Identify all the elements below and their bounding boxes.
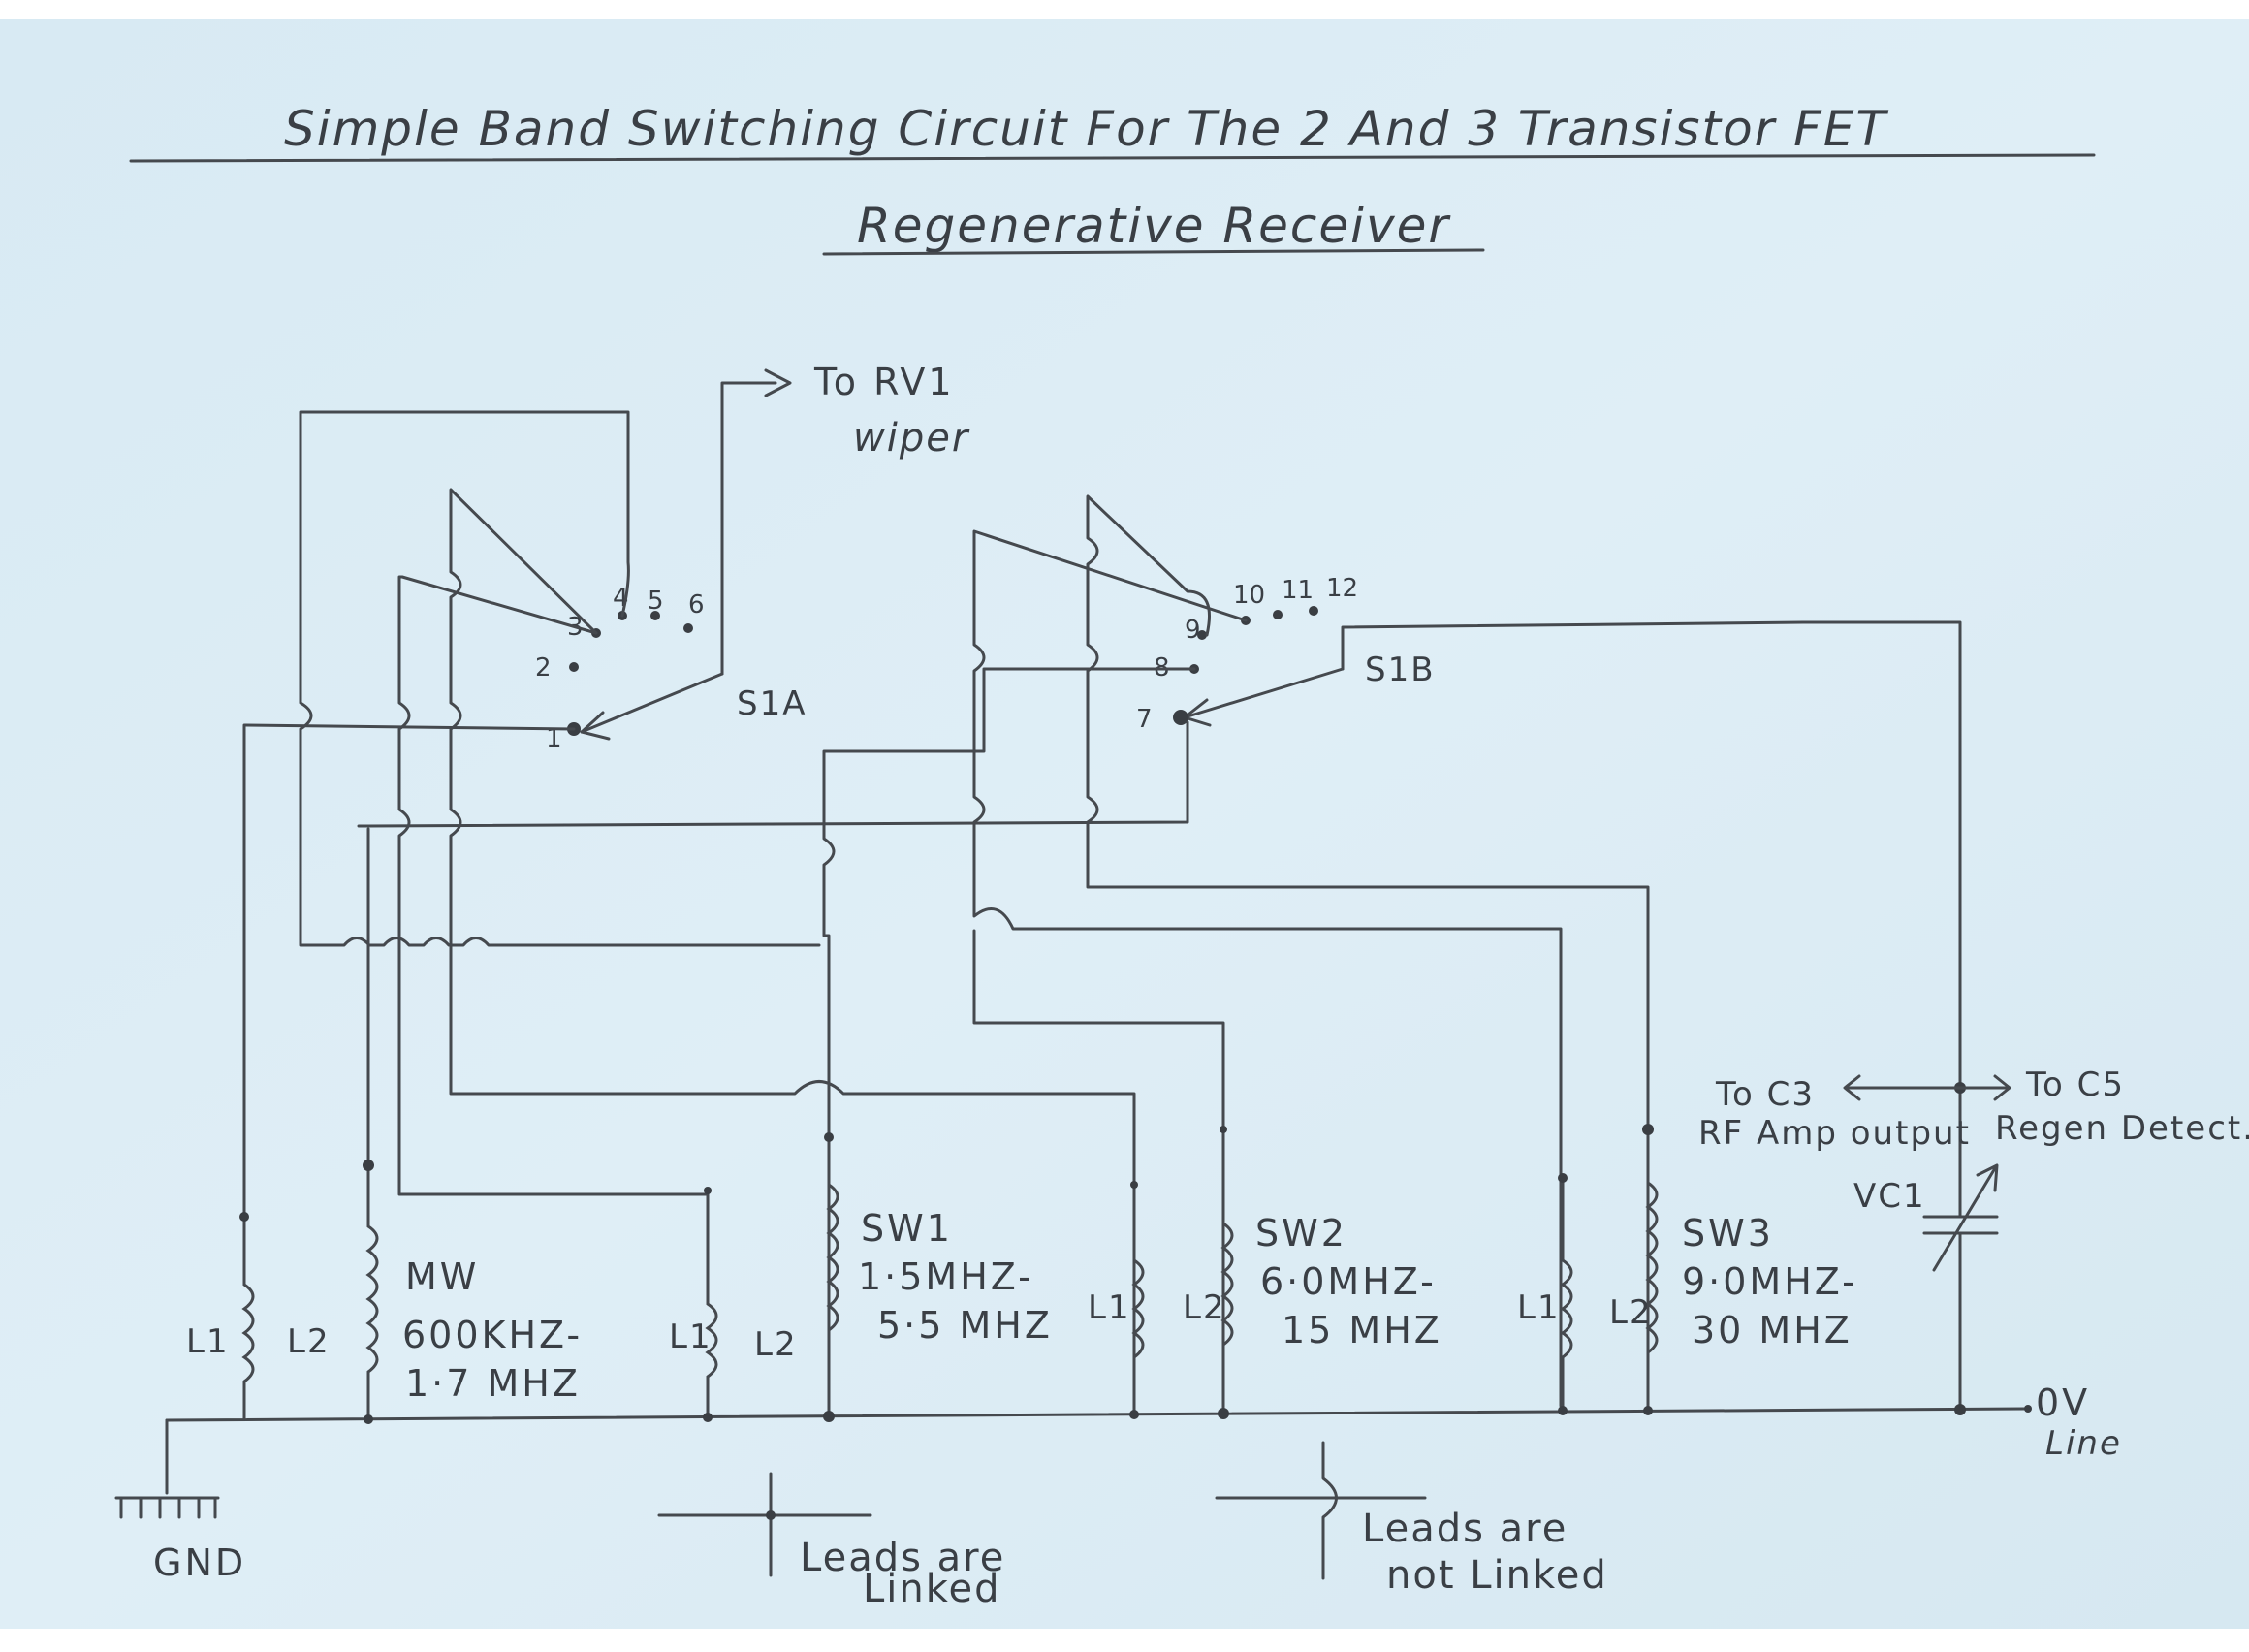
sw1-range-low: 1·5MHZ- [858,1255,1034,1298]
rf-amp-label: RF Amp output [1698,1114,1971,1153]
vc1-label: VC1 [1853,1177,1926,1216]
switch-s1a: 1 2 3 4 5 6 S1A To RV1 wiper [535,361,970,753]
s1b-label: S1B [1365,651,1436,689]
ground-symbol: GND [114,1418,246,1584]
title-line-2: Regenerative Receiver [857,198,1451,254]
sw3-range-low: 9·0MHZ- [1682,1260,1858,1303]
s1b-pin-9: 9 [1185,616,1201,645]
sw1-name: SW1 [861,1207,953,1250]
sw1-range-high: 5·5 MHZ [877,1304,1053,1347]
paper-background [0,19,2249,1629]
band-mw: L1 L2 MW 600KHZ- 1·7 MHZ [186,1160,583,1420]
band-sw2: L1 L2 SW2 6·0MHZ- 15 MHZ [1088,1126,1442,1415]
s1a-pin-5: 5 [648,587,664,616]
regen-detect-label: Regen Detect. [1995,1109,2249,1148]
s1a-pin-6: 6 [688,590,705,620]
sw3-range-high: 30 MHZ [1692,1309,1853,1351]
legend-not-linked-line-1: Leads are [1362,1507,1568,1551]
line-label: Line [2045,1424,2122,1463]
gnd-label: GND [153,1541,246,1584]
band-sw3: L1 L2 SW3 9·0MHZ- 30 MHZ [1517,1124,1858,1411]
output-arrows: To C3 RF Amp output To C5 Regen Detect. [1698,1065,2249,1153]
title-underline-2 [822,248,1485,256]
mw-l2-label: L2 [287,1322,331,1361]
s1a-label: S1A [737,684,807,723]
s1b-wiring [357,494,1650,1417]
sw1-l2-label: L2 [754,1325,798,1364]
sw3-name: SW3 [1682,1212,1774,1255]
zero-volt-label: 0V [2036,1382,2090,1424]
mw-l1-label: L1 [186,1322,230,1361]
to-c5-label: To C5 [2025,1065,2125,1104]
sw3-l2-label: L2 [1609,1293,1653,1332]
sw1-l1-label: L1 [669,1318,713,1356]
sw2-name: SW2 [1255,1212,1347,1255]
sw3-l1-label: L1 [1517,1288,1561,1327]
s1a-wiring [242,410,1136,1417]
zero-volt-rail: 0V Line [165,1382,2122,1463]
sw2-range-high: 15 MHZ [1282,1309,1442,1351]
legend-not-linked-line-2: not Linked [1386,1553,1608,1598]
title-line-1: Simple Band Switching Circuit For The 2 … [284,101,1888,157]
s1a-pin-2: 2 [535,653,552,683]
s1b-pin-7: 7 [1136,705,1153,734]
s1a-pin-1: 1 [546,724,562,753]
switch-s1b: 7 8 9 10 11 12 S1B [1136,574,1962,957]
sw2-range-low: 6·0MHZ- [1260,1260,1437,1303]
title-underline-1 [129,153,2096,163]
mw-range-low: 600KHZ- [402,1314,583,1356]
legend-linked-line-1: Leads are [800,1536,1005,1580]
to-c3-label: To C3 [1715,1075,1815,1114]
band-sw1: L1 L2 SW1 1·5MHZ- 5·5 MHZ [669,1132,1053,1415]
legend-linked-line-2: Linked [863,1567,1001,1611]
mw-range-high: 1·7 MHZ [405,1362,581,1405]
s1b-pin-12: 12 [1326,574,1358,603]
sw2-l2-label: L2 [1183,1288,1226,1327]
rv1-label: To RV1 [813,361,955,403]
s1b-pin-11: 11 [1282,576,1314,605]
legend-not-linked: Leads are not Linked [1215,1441,1608,1598]
legend-linked: Leads are Linked [657,1472,1005,1611]
mw-name: MW [405,1255,479,1298]
vc1-capacitor: VC1 [1853,953,1999,1413]
sw2-l1-label: L1 [1088,1288,1131,1327]
s1b-pin-10: 10 [1233,581,1265,610]
wiper-label: wiper [853,416,970,461]
